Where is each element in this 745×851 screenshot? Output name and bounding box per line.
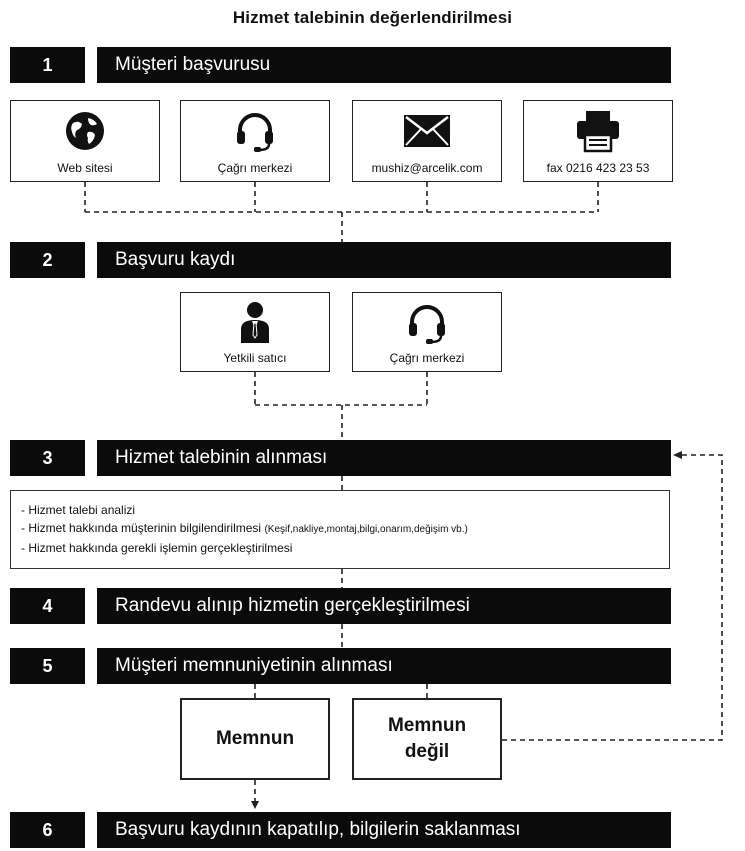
step-3-number: 3 [10, 440, 85, 476]
channel-label: Web sitesi [57, 161, 113, 175]
registration-label: Çağrı merkezi [389, 351, 465, 365]
step-6-label: Başvuru kaydının kapatılıp, bilgilerin s… [97, 812, 671, 848]
globe-icon [11, 109, 159, 153]
step-2-label: Başvuru kaydı [97, 242, 671, 278]
registration-call-center: Çağrı merkezi [352, 292, 502, 372]
fax-icon [524, 109, 672, 153]
step-1-label: Müşteri başvurusu [97, 47, 671, 83]
registration-label: Yetkili satıcı [223, 351, 287, 365]
service-note: - Hizmet hakkında gerekli işlemin gerçek… [21, 541, 293, 555]
envelope-icon [353, 109, 501, 153]
headset-icon [353, 301, 501, 345]
satisfied-box: Memnun [180, 698, 330, 780]
step-5-label: Müşteri memnuniyetinin alınması [97, 648, 671, 684]
service-note: - Hizmet hakkında müşterinin bilgilendir… [21, 521, 468, 535]
step-3-label: Hizmet talebinin alınması [97, 440, 671, 476]
step-4-label: Randevu alınıp hizmetin gerçekleştirilme… [97, 588, 671, 624]
step-5-number: 5 [10, 648, 85, 684]
service-note: - Hizmet talebi analizi [21, 503, 136, 517]
page-title: Hizmet talebinin değerlendirilmesi [232, 8, 513, 27]
channel-label: Çağrı merkezi [217, 161, 293, 175]
person-icon [181, 301, 329, 345]
step-2-number: 2 [10, 242, 85, 278]
channel-call-center: Çağrı merkezi [180, 100, 330, 182]
headset-icon [181, 109, 329, 153]
channel-web-site: Web sitesi [10, 100, 160, 182]
service-notes-box: - Hizmet talebi analizi - Hizmet hakkınd… [10, 490, 670, 569]
step-1-number: 1 [10, 47, 85, 83]
channel-fax: fax 0216 423 23 53 [523, 100, 673, 182]
registration-dealer: Yetkili satıcı [180, 292, 330, 372]
channel-email: mushiz@arcelik.com [352, 100, 502, 182]
step-6-number: 6 [10, 812, 85, 848]
channel-label: fax 0216 423 23 53 [546, 161, 650, 175]
channel-label: mushiz@arcelik.com [371, 161, 483, 175]
step-4-number: 4 [10, 588, 85, 624]
